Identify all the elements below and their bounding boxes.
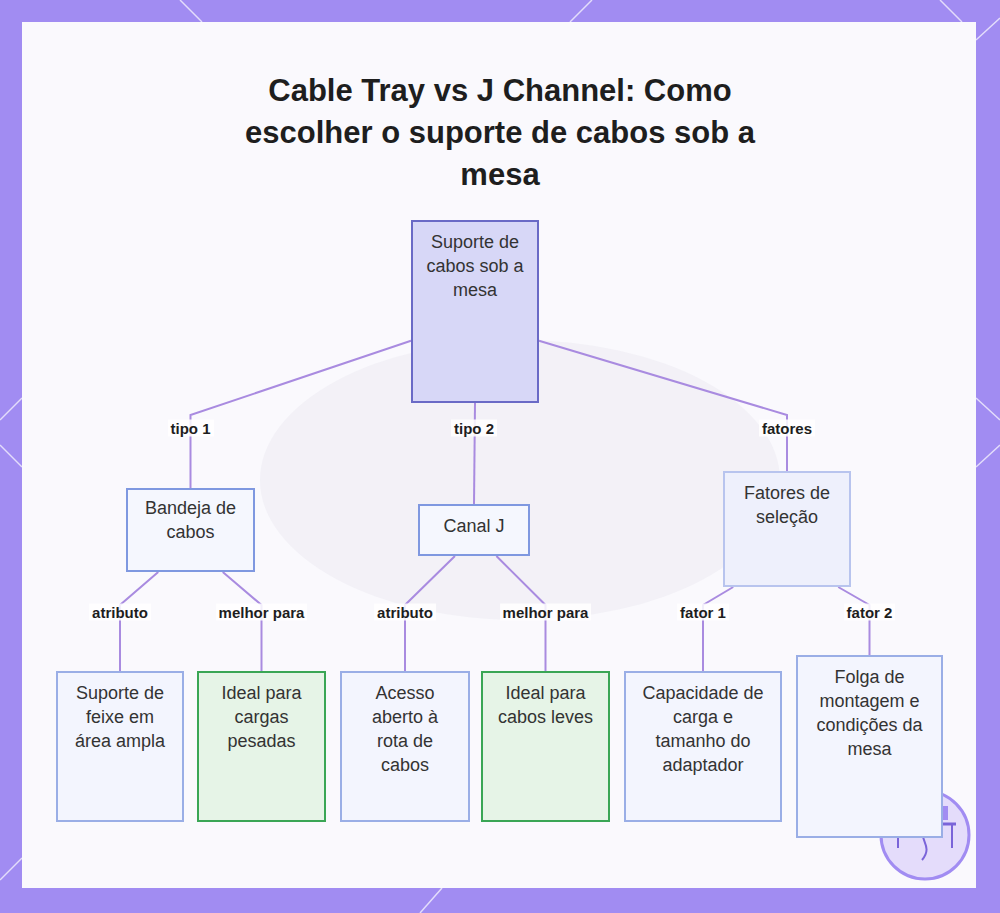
edge-label: melhor para <box>216 604 308 621</box>
best-for-box: Ideal para cargas pesadas <box>197 671 326 822</box>
node-text: Capacidade de carga e tamanho do adaptad… <box>639 681 767 777</box>
node-text: Bandeja de cabos <box>136 496 246 544</box>
node-text: Fatores de seleção <box>737 481 837 529</box>
edge-label: fator 2 <box>844 604 896 621</box>
edge-label: fator 1 <box>677 604 729 621</box>
node-text: Folga de montagem e condições da mesa <box>810 665 930 761</box>
connector-line <box>223 572 262 671</box>
connector-line <box>191 341 412 488</box>
edge-label: fatores <box>759 420 815 437</box>
type-box: Canal J <box>418 504 530 556</box>
blurred-backdrop <box>22 22 976 888</box>
node-text: Canal J <box>443 514 504 538</box>
factor-box: Capacidade de carga e tamanho do adaptad… <box>624 671 782 822</box>
attribute-box: Suporte de feixe em área ampla <box>56 671 184 822</box>
diagram-title: Cable Tray vs J Channel: Como escolher o… <box>210 70 790 196</box>
connector-line <box>120 572 158 671</box>
attribute-box: Acesso aberto à rota de cabos <box>340 671 470 822</box>
edge-label: atributo <box>89 604 151 621</box>
node-text: Ideal para cabos leves <box>496 681 596 729</box>
best-for-box: Ideal para cabos leves <box>481 671 610 822</box>
connector-line <box>474 403 475 504</box>
type-box: Bandeja de cabos <box>126 488 255 572</box>
node-text: Acesso aberto à rota de cabos <box>355 681 455 777</box>
node-text: Suporte de feixe em área ampla <box>70 681 170 753</box>
connector-line <box>703 587 733 671</box>
node-text: Suporte de cabos sob a mesa <box>425 230 525 302</box>
node-text: Ideal para cargas pesadas <box>207 681 317 753</box>
factor-group-box: Fatores de seleção <box>723 471 851 587</box>
connector-line <box>539 341 787 471</box>
edge-label: atributo <box>374 604 436 621</box>
edge-label: melhor para <box>500 604 592 621</box>
edge-label: tipo 2 <box>451 420 497 437</box>
edge-label: tipo 1 <box>168 420 214 437</box>
root-box: Suporte de cabos sob a mesa <box>411 220 539 403</box>
connector-line <box>838 587 869 655</box>
factor-box: Folga de montagem e condições da mesa <box>796 655 943 838</box>
canvas-panel <box>22 22 976 888</box>
